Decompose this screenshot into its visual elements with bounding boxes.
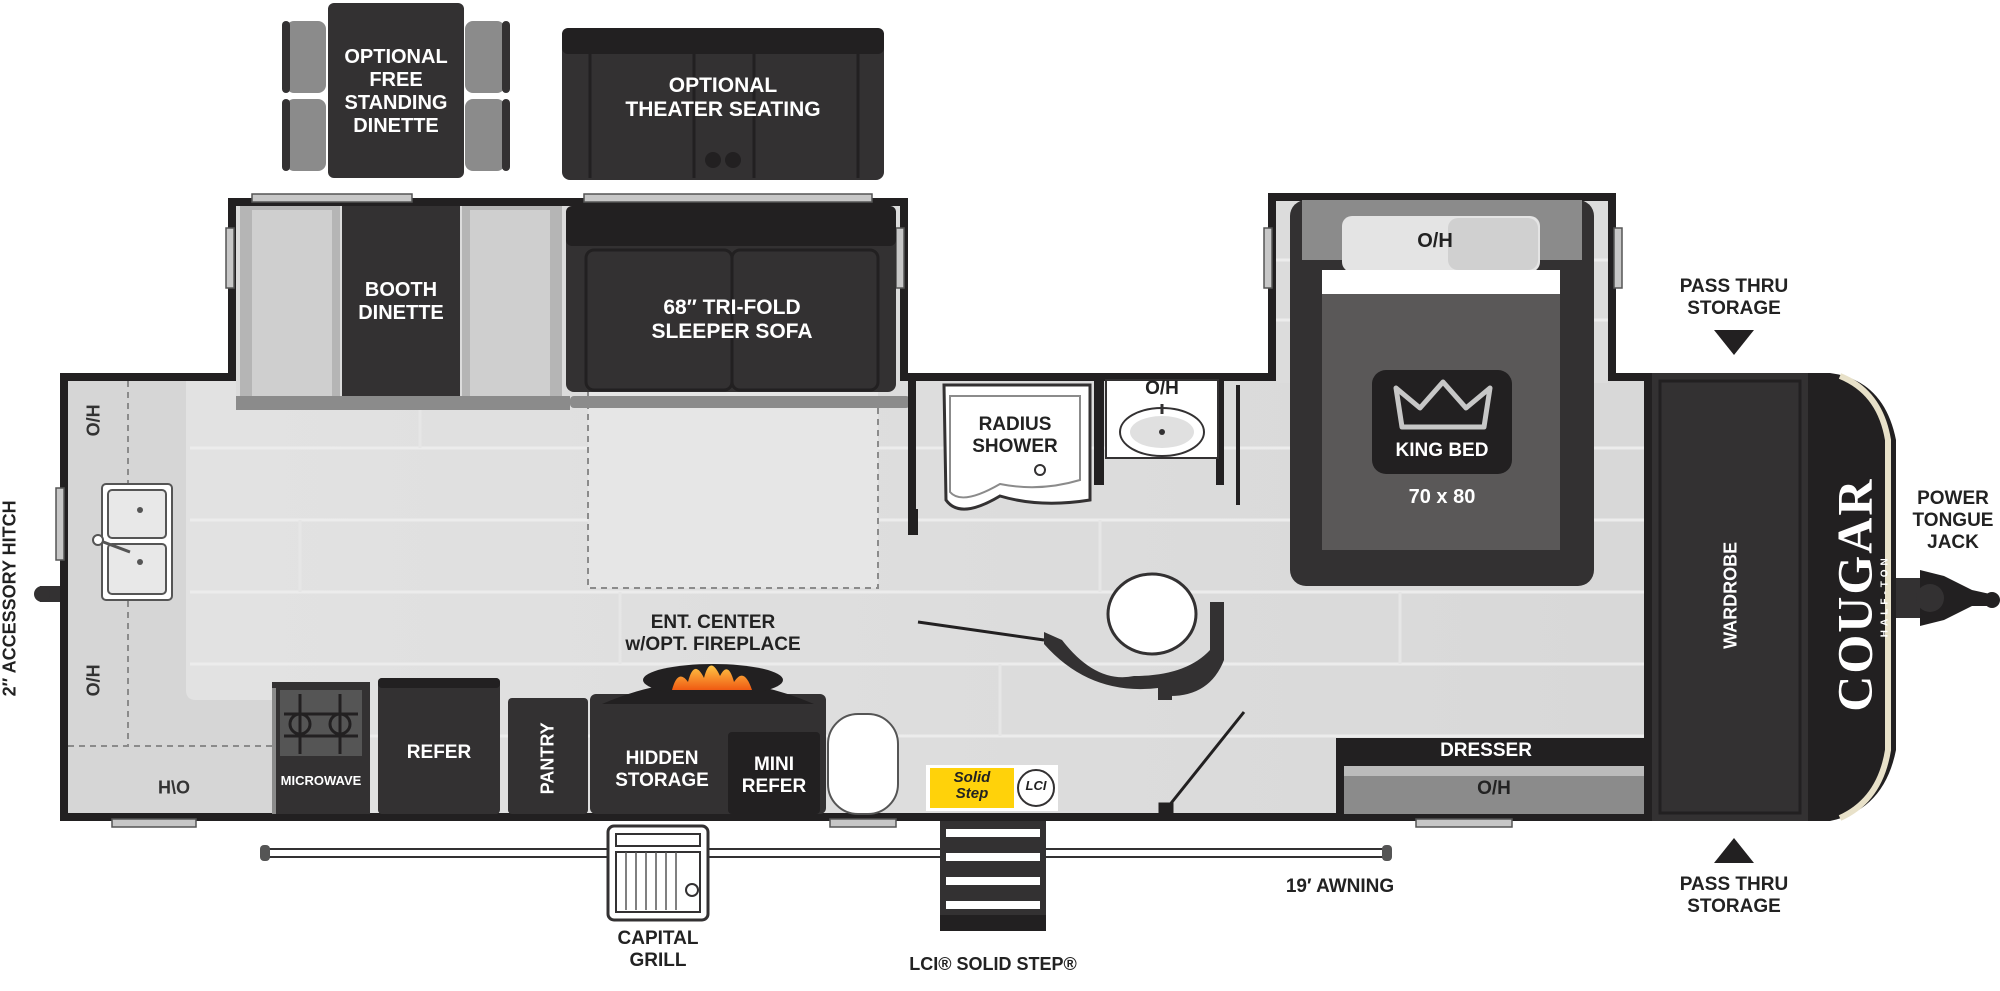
optional-dinette-label: OPTIONAL FREE STANDING DINETTE <box>344 46 448 137</box>
door-swings <box>917 620 1246 816</box>
sleeper-sofa-label: 68″ TRI-FOLD SLEEPER SOFA <box>651 296 813 344</box>
solid-step-label: LCI® SOLID STEP® <box>909 954 1077 974</box>
pass-thru-arrow-bottom <box>1714 838 1754 863</box>
oh-bottom-left-label: O\H <box>158 776 191 797</box>
brand-sub-logo: HALF-TON <box>1879 554 1891 638</box>
sleeper-sofa <box>566 206 910 408</box>
pass-thru-bottom-label: PASS THRU STORAGE <box>1679 874 1789 917</box>
booth-dinette <box>236 206 570 410</box>
pantry-label: PANTRY <box>537 722 558 795</box>
bedroom <box>1290 200 1594 586</box>
solid-step-logo <box>926 765 1058 811</box>
brand-logo: COUGAR <box>1826 477 1883 712</box>
power-tongue-jack-label: POWER TONGUE JACK <box>1912 488 1994 553</box>
radius-shower-label: RADIUS SHOWER <box>972 414 1058 457</box>
wardrobe-label: WARDROBE <box>1720 541 1741 649</box>
accessory-hitch-icon <box>34 586 60 602</box>
king-bed-label: KING BED <box>1395 440 1489 461</box>
booth-dinette-label: BOOTH DINETTE <box>358 279 444 324</box>
lci-logo: LCI <box>1025 778 1047 793</box>
microwave-label: MICROWAVE <box>280 773 362 788</box>
optional-dinette <box>282 3 510 178</box>
bathroom <box>908 373 1240 535</box>
awning <box>260 845 1392 861</box>
capital-grill <box>606 824 710 922</box>
dresser-oh-label: O/H <box>1477 778 1511 799</box>
theater-seating-label: OPTIONAL THEATER SEATING <box>625 74 821 122</box>
mini-refer-label: MINI REFER <box>741 754 807 797</box>
crown-icon <box>1393 379 1493 430</box>
oh-left-top-label: O/H <box>83 404 104 437</box>
bath-oh-label: O/H <box>1145 378 1179 399</box>
sink-icon <box>92 483 173 601</box>
pass-thru-top-label: PASS THRU STORAGE <box>1679 276 1789 319</box>
pass-thru-arrow-top <box>1714 330 1754 355</box>
stove-icon <box>272 682 370 814</box>
dresser-label: DRESSER <box>1440 740 1532 761</box>
flame-icon <box>643 664 783 696</box>
toilet <box>827 713 899 815</box>
accessory-hitch-label: 2″ ACCESSORY HITCH <box>0 500 20 697</box>
awning-label: 19′ AWNING <box>1285 876 1395 897</box>
capital-grill-label: CAPITAL GRILL <box>617 928 699 971</box>
dresser <box>1336 738 1652 814</box>
bed-oh-label: O/H <box>1417 230 1453 252</box>
theater-seating <box>562 28 884 180</box>
tongue-jack-icon <box>1896 570 2000 626</box>
lounge-chair <box>1044 572 1224 700</box>
pantry <box>508 698 588 814</box>
bed-size-label: 70 x 80 <box>1408 486 1476 508</box>
sofa-bed-extended <box>587 389 879 589</box>
ent-center-label: ENT. CENTER w/OPT. FIREPLACE <box>625 612 801 655</box>
refrigerator <box>378 678 500 814</box>
oh-left-bottom-label: O/H <box>83 664 104 697</box>
solid-step <box>940 821 1046 931</box>
wardrobe <box>1652 373 1896 821</box>
refer-label: REFER <box>406 742 472 763</box>
hidden-storage-label: HIDDEN STORAGE <box>615 748 709 791</box>
